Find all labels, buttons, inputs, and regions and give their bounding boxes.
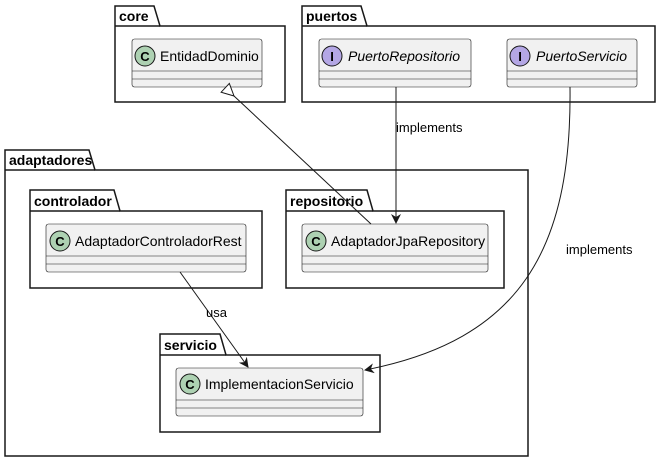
edge-jpa-extends-entidad <box>234 96 372 225</box>
svg-text:C: C <box>140 49 150 64</box>
class-stereotype-icon <box>134 45 156 67</box>
package-label-core: core <box>119 8 149 24</box>
svg-text:C: C <box>55 234 65 249</box>
svg-text:I: I <box>518 49 522 64</box>
class-adaptador-controlador-rest[interactable]: C AdaptadorControladorRest <box>45 223 247 273</box>
class-implementacion-servicio[interactable]: C ImplementacionServicio <box>175 367 364 417</box>
package-label-adaptadores: adaptadores <box>9 152 92 168</box>
interface-name: PuertoRepositorio <box>348 48 460 64</box>
class-name: AdaptadorJpaRepository <box>331 233 485 249</box>
edge-label-implements-servicio: implements <box>566 242 633 257</box>
edge-usa <box>179 271 249 368</box>
class-entidad-dominio[interactable]: C EntidadDominio <box>131 38 263 88</box>
svg-text:C: C <box>185 377 195 392</box>
package-label-puertos: puertos <box>306 8 358 24</box>
interface-puerto-repositorio[interactable]: I PuertoRepositorio <box>318 38 472 88</box>
class-stereotype-icon <box>49 230 71 252</box>
edge-label-usa: usa <box>206 305 228 320</box>
package-label-repositorio: repositorio <box>290 193 363 209</box>
svg-text:C: C <box>311 234 321 249</box>
interface-puerto-servicio[interactable]: I PuertoServicio <box>506 38 638 88</box>
package-label-controlador: controlador <box>34 193 112 209</box>
class-name: ImplementacionServicio <box>205 376 354 392</box>
class-stereotype-icon <box>305 230 327 252</box>
class-name: EntidadDominio <box>160 48 259 64</box>
class-stereotype-icon <box>179 373 201 395</box>
edge-implements-puerto-servicio <box>364 86 571 374</box>
edge-label-implements-repo: implements <box>396 120 463 135</box>
class-adaptador-jpa-repository[interactable]: C AdaptadorJpaRepository <box>301 223 489 273</box>
interface-stereotype-icon <box>509 45 531 67</box>
interface-stereotype-icon <box>321 45 343 67</box>
svg-text:I: I <box>330 49 334 64</box>
class-name: AdaptadorControladorRest <box>75 233 242 249</box>
package-label-servicio: servicio <box>164 337 217 353</box>
interface-name: PuertoServicio <box>536 48 627 64</box>
